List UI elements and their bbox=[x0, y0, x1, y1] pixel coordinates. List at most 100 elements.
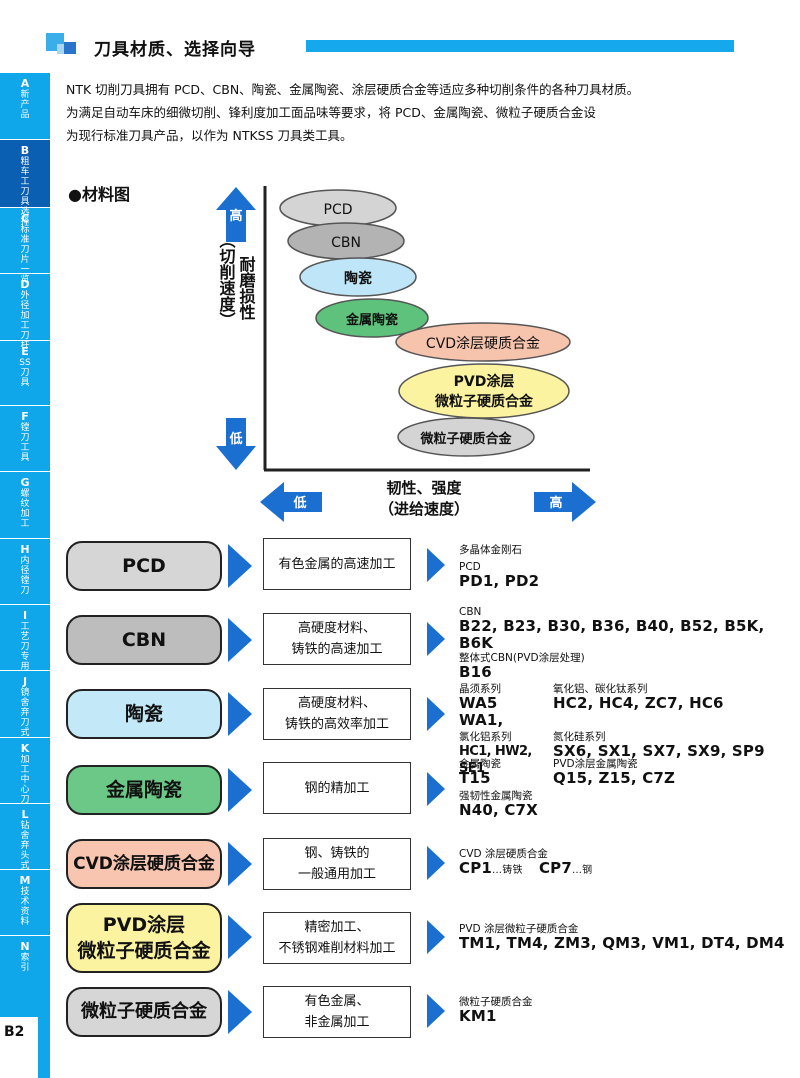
use-box: 精密加工、不锈钢难削材料加工 bbox=[263, 912, 411, 964]
arrow-right-icon bbox=[228, 768, 252, 812]
y-high-label: 高 bbox=[229, 208, 242, 224]
y-axis-label: 耐磨损性 bbox=[237, 255, 256, 321]
use-text: 非金属加工 bbox=[304, 1015, 370, 1030]
ellipse-label: 陶瓷 bbox=[344, 270, 372, 287]
grade-codes: KM1 bbox=[459, 1007, 497, 1025]
ellipse-pvd: PVD涂层 微粒子硬质合金 bbox=[398, 363, 570, 419]
material-name: 金属陶瓷 bbox=[105, 779, 182, 801]
grades-micrograin: 微粒子硬质合金 KM1 bbox=[459, 996, 533, 1025]
y-high-arrow: 高 bbox=[216, 187, 256, 242]
grade-codes: Q15, Z15, C7Z bbox=[553, 769, 676, 787]
side-index-letter: B bbox=[20, 144, 30, 157]
grade-codes: PD1, PD2 bbox=[459, 572, 540, 590]
side-index-label: 粗车工刀具选择 bbox=[20, 157, 30, 227]
material-name: 微粒子硬质合金 bbox=[77, 940, 211, 962]
material-pill-cermet: 金属陶瓷 bbox=[66, 765, 222, 815]
side-index-letter: D bbox=[20, 278, 30, 291]
use-text: 有色金属的高速加工 bbox=[278, 556, 396, 572]
x-axis-label: （进给速度） bbox=[379, 500, 469, 518]
grade-desc: PCD bbox=[459, 561, 481, 573]
side-index-letter: G bbox=[20, 476, 30, 489]
material-chart: 高 （切削速度） 耐磨损性 低 PCD CBN 陶瓷 金属陶瓷 bbox=[200, 180, 600, 529]
arrow-right-icon bbox=[228, 990, 252, 1034]
side-index-letter: L bbox=[21, 808, 29, 821]
arrow-right-icon bbox=[427, 994, 445, 1028]
side-index-label: 工艺刀专用 bbox=[20, 622, 30, 672]
x-high-label: 高 bbox=[549, 495, 562, 511]
x-low-arrow: 低 bbox=[260, 482, 322, 522]
ellipse-label: 微粒子硬质合金 bbox=[434, 393, 534, 410]
use-box: 高硬度材料、铸铁的高效率加工 bbox=[263, 688, 411, 740]
use-text: 钢的精加工 bbox=[304, 780, 370, 796]
y-low-arrow: 低 bbox=[216, 418, 256, 470]
grade-desc: 强韧性金属陶瓷 bbox=[459, 790, 533, 802]
use-text: 一般通用加工 bbox=[297, 867, 376, 882]
material-name: PVD涂层 bbox=[102, 914, 186, 936]
use-text: 铸铁的高速加工 bbox=[291, 642, 383, 657]
use-text: 高硬度材料、 bbox=[297, 621, 376, 636]
grade-codes: CP7 bbox=[538, 859, 572, 877]
grades-cermet: 金属陶瓷 T15 PVD涂层金属陶瓷 Q15, Z15, C7Z 强韧性金属陶瓷… bbox=[459, 758, 675, 819]
x-axis-label: 韧性、强度 bbox=[386, 479, 462, 497]
side-index-letter: J bbox=[22, 675, 28, 688]
material-name: 陶瓷 bbox=[124, 703, 163, 725]
arrow-right-icon bbox=[427, 697, 445, 731]
grade-desc: 金属陶瓷 bbox=[459, 758, 501, 770]
ellipse-label: 微粒子硬质合金 bbox=[419, 431, 512, 447]
ellipse-label: PCD bbox=[324, 202, 353, 218]
arrow-right-icon bbox=[427, 622, 445, 656]
material-name: CBN bbox=[121, 629, 167, 651]
arrow-right-icon bbox=[228, 544, 252, 588]
section-title: ●材料图 bbox=[68, 185, 130, 204]
x-high-arrow: 高 bbox=[534, 482, 596, 522]
grade-desc: 氯化铝系列 bbox=[459, 731, 512, 743]
arrow-right-icon bbox=[228, 692, 252, 736]
grade-desc: 整体式CBN(PVD涂层处理) bbox=[459, 652, 585, 664]
side-index-letter: N bbox=[20, 940, 30, 953]
ellipse-label: CVD涂层硬质合金 bbox=[426, 336, 540, 352]
side-index-letter: H bbox=[20, 543, 30, 556]
arrow-right-icon bbox=[427, 846, 445, 880]
arrow-right-icon bbox=[228, 842, 252, 886]
ellipse-cvd: CVD涂层硬质合金 bbox=[395, 322, 571, 362]
intro-line: 为满足自动车床的细微切削、锋利度加工面品味等要求，将 PCD、金属陶瓷、微粒子硬… bbox=[66, 105, 596, 120]
grade-codes: WA5 WA1, bbox=[459, 694, 504, 729]
grade-desc: 微粒子硬质合金 bbox=[459, 996, 533, 1008]
material-name: CVD涂层硬质合金 bbox=[73, 854, 215, 874]
side-index-stub bbox=[38, 1017, 50, 1078]
use-box: 有色金属、非金属加工 bbox=[263, 986, 411, 1038]
side-index-letter: F bbox=[21, 410, 29, 423]
use-text: 有色金属、 bbox=[304, 994, 370, 1009]
grades-cbn: CBN B22, B23, B30, B36, B40, B52, B5K, B… bbox=[459, 606, 800, 681]
use-box: 钢的精加工 bbox=[263, 762, 411, 814]
material-chart-svg: 高 （切削速度） 耐磨损性 低 PCD CBN 陶瓷 金属陶瓷 bbox=[216, 186, 596, 522]
header-square-icon bbox=[64, 42, 76, 54]
grade-codes: HC2, HC4, ZC7, HC6 bbox=[553, 694, 724, 712]
side-index-letter: I bbox=[22, 609, 28, 622]
side-index-letter: A bbox=[20, 77, 30, 90]
use-text: 铸铁的高效率加工 bbox=[284, 717, 389, 732]
grade-codes: B16 bbox=[459, 663, 492, 681]
side-index-label: 螺纹加工 bbox=[20, 489, 30, 529]
material-name: 微粒子硬质合金 bbox=[81, 1001, 207, 1022]
grade-codes: CP1 bbox=[459, 859, 493, 877]
arrow-right-icon bbox=[427, 920, 445, 954]
ellipse-label: CBN bbox=[331, 235, 361, 251]
use-text: 精密加工、 bbox=[304, 920, 370, 935]
side-index-label: 镜舍弃刀式 bbox=[20, 688, 30, 738]
side-index-label: 外径加工刀杆 bbox=[20, 291, 30, 351]
